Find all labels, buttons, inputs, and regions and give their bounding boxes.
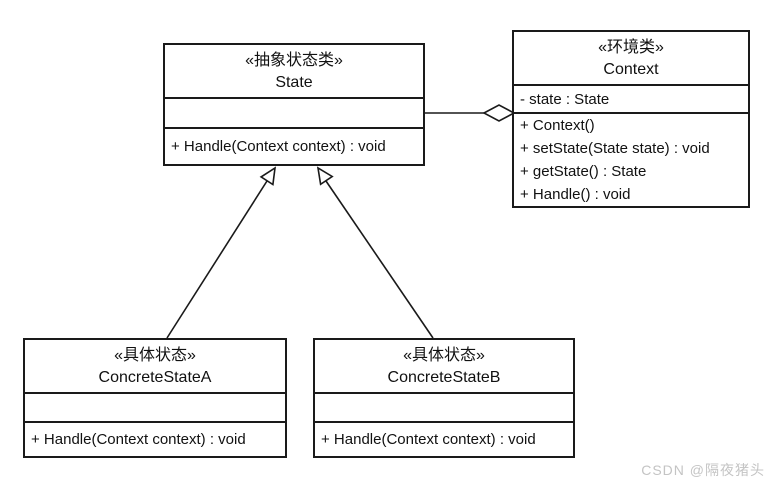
generalization-line-a — [166, 180, 268, 339]
generalization-arrowhead-a-icon — [259, 166, 277, 186]
class-context-stereotype: «环境类» — [598, 39, 664, 56]
generalization-arrowhead-b-icon — [316, 166, 334, 186]
csdn-watermark: CSDN @隔夜猪头 — [641, 462, 765, 478]
aggregation-diamond-icon — [482, 104, 516, 122]
class-concrete-state-a-attributes — [25, 392, 285, 421]
class-concrete-state-b: «具体状态» ConcreteStateB + Handle(Context c… — [313, 338, 575, 458]
class-concrete-state-a-name: ConcreteStateA — [98, 369, 212, 386]
class-concrete-state-b-title: «具体状态» ConcreteStateB — [315, 340, 573, 392]
method: + Handle(Context context) : void — [321, 431, 536, 448]
method: + setState(State state) : void — [520, 140, 710, 157]
class-state-name: State — [275, 74, 313, 91]
class-context-methods: + Context() + setState(State state) : vo… — [514, 112, 748, 206]
class-context-attributes: - state : State — [514, 84, 748, 112]
class-context: «环境类» Context - state : State + Context(… — [512, 30, 750, 208]
class-concrete-state-b-methods: + Handle(Context context) : void — [315, 421, 573, 456]
class-state-stereotype: «抽象状态类» — [245, 52, 343, 69]
aggregation-context-state — [425, 104, 516, 122]
method: + getState() : State — [520, 163, 647, 180]
attribute: - state : State — [520, 90, 610, 108]
method: + Handle(Context context) : void — [31, 431, 246, 448]
class-concrete-state-a: «具体状态» ConcreteStateA + Handle(Context c… — [23, 338, 287, 458]
class-context-title: «环境类» Context — [514, 32, 748, 84]
method: + Handle() : void — [520, 186, 631, 203]
class-concrete-state-b-name: ConcreteStateB — [387, 369, 501, 386]
generalization-concretestatea-state — [166, 166, 277, 339]
method: + Context() — [520, 117, 595, 134]
class-concrete-state-a-methods: + Handle(Context context) : void — [25, 421, 285, 456]
class-context-name: Context — [603, 61, 659, 78]
class-state-methods: + Handle(Context context) : void — [165, 127, 423, 164]
class-state-attributes — [165, 97, 423, 127]
class-state-title: «抽象状态类» State — [165, 45, 423, 97]
class-concrete-state-a-stereotype: «具体状态» — [114, 347, 196, 364]
class-state: «抽象状态类» State + Handle(Context context) … — [163, 43, 425, 166]
class-concrete-state-a-title: «具体状态» ConcreteStateA — [25, 340, 285, 392]
method: + Handle(Context context) : void — [171, 138, 386, 155]
generalization-concretestateb-state — [316, 166, 434, 339]
class-concrete-state-b-attributes — [315, 392, 573, 421]
class-concrete-state-b-stereotype: «具体状态» — [403, 347, 485, 364]
generalization-line-b — [325, 180, 434, 339]
